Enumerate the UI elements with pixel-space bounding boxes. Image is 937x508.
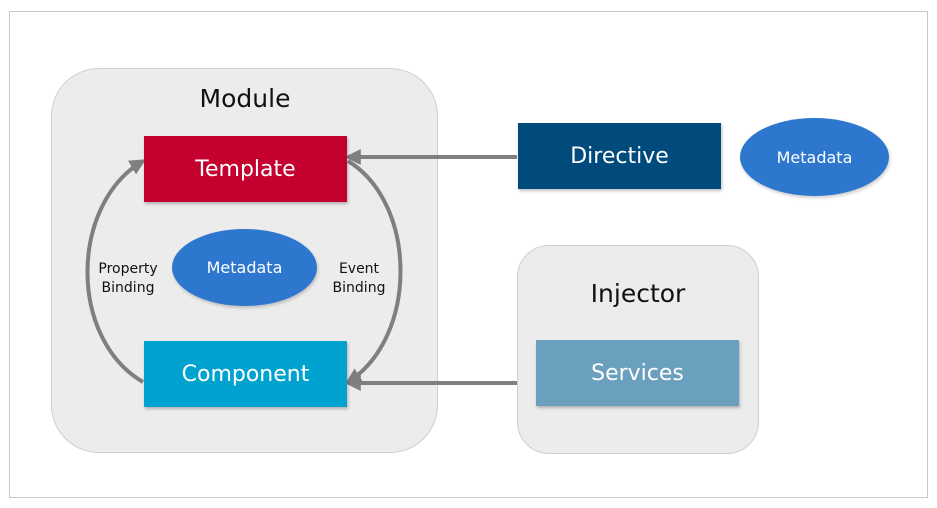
services-label: Services xyxy=(591,360,684,386)
module-metadata-label: Metadata xyxy=(206,258,283,277)
services-node[interactable]: Services xyxy=(536,340,739,406)
template-label: Template xyxy=(195,156,296,182)
event-binding-label: Event Binding xyxy=(320,260,398,298)
component-node[interactable]: Component xyxy=(144,341,347,407)
module-metadata-node[interactable]: Metadata xyxy=(172,229,317,306)
event-binding-line-1: Event xyxy=(338,261,380,277)
directive-metadata-node[interactable]: Metadata xyxy=(740,118,889,196)
directive-label: Directive xyxy=(570,143,669,169)
event-binding-line-2: Binding xyxy=(332,280,386,296)
injector-title: Injector xyxy=(590,279,686,308)
module-title: Module xyxy=(199,84,291,113)
property-binding-label: Property Binding xyxy=(88,260,168,298)
property-binding-line-1: Property xyxy=(98,261,158,277)
template-node[interactable]: Template xyxy=(144,136,347,202)
directive-node[interactable]: Directive xyxy=(518,123,721,189)
event-binding-arrow xyxy=(345,159,403,384)
property-binding-line-2: Binding xyxy=(101,280,155,296)
component-label: Component xyxy=(181,361,310,387)
property-binding-arrow xyxy=(85,159,146,384)
directive-metadata-label: Metadata xyxy=(776,147,853,167)
